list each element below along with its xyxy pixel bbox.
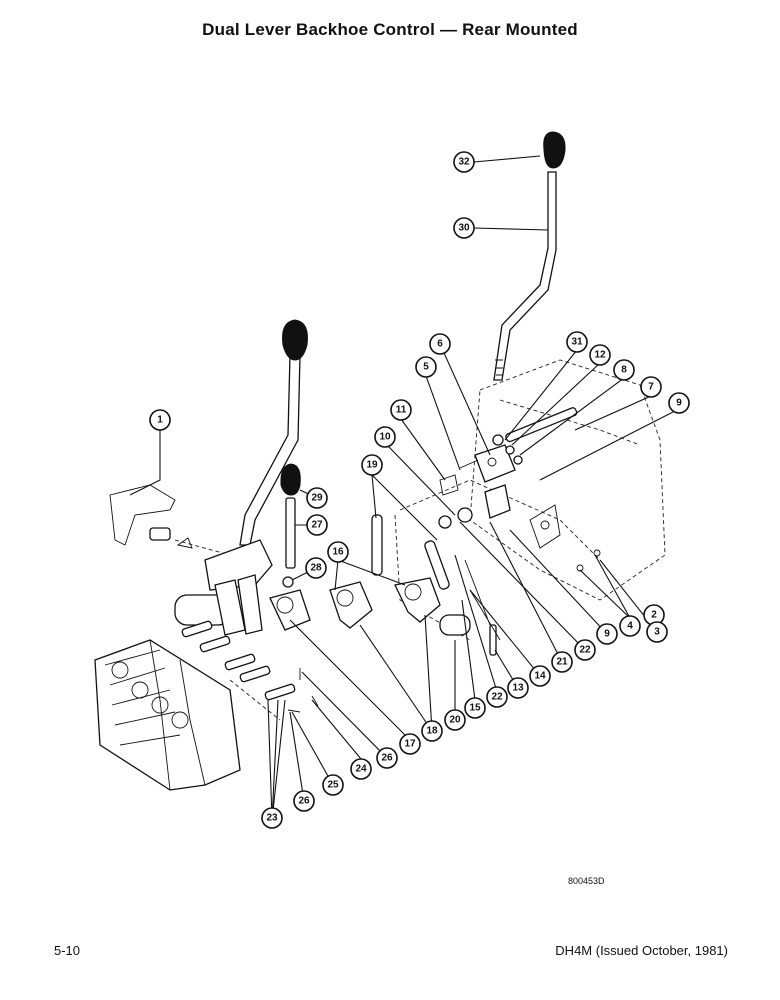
svg-text:16: 16 bbox=[332, 547, 344, 558]
svg-text:26: 26 bbox=[381, 753, 393, 764]
figure-code: 800453D bbox=[568, 876, 605, 886]
svg-text:6: 6 bbox=[437, 339, 443, 350]
svg-text:22: 22 bbox=[579, 645, 591, 656]
link-plates-and-pins bbox=[181, 620, 319, 721]
callout-9-lower: 9 bbox=[596, 623, 618, 645]
svg-text:19: 19 bbox=[366, 460, 378, 471]
callout-7: 7 bbox=[640, 376, 662, 398]
leader-lines bbox=[129, 155, 674, 821]
svg-text:28: 28 bbox=[310, 563, 322, 574]
front-bracket bbox=[109, 484, 231, 556]
callout-28: 28 bbox=[305, 557, 327, 579]
callout-23: 23 bbox=[261, 807, 283, 829]
callout-26-upper: 26 bbox=[376, 747, 398, 769]
svg-text:26: 26 bbox=[298, 796, 310, 807]
svg-text:15: 15 bbox=[469, 703, 481, 714]
svg-text:7: 7 bbox=[648, 382, 654, 393]
callout-21: 21 bbox=[551, 651, 573, 673]
svg-text:18: 18 bbox=[426, 726, 438, 737]
svg-text:29: 29 bbox=[311, 493, 323, 504]
right-control-lever bbox=[493, 131, 566, 381]
callout-17: 17 bbox=[399, 733, 421, 755]
svg-text:31: 31 bbox=[571, 337, 583, 348]
svg-text:4: 4 bbox=[627, 621, 633, 632]
callout-24: 24 bbox=[350, 758, 372, 780]
svg-text:12: 12 bbox=[594, 350, 606, 361]
callout-6: 6 bbox=[429, 333, 451, 355]
linkage-assembly bbox=[269, 514, 501, 656]
svg-text:21: 21 bbox=[556, 657, 568, 668]
callout-8: 8 bbox=[613, 359, 635, 381]
callout-27: 27 bbox=[306, 514, 328, 536]
callout-22-upper: 22 bbox=[574, 639, 596, 661]
svg-text:13: 13 bbox=[512, 683, 524, 694]
svg-text:24: 24 bbox=[355, 764, 367, 775]
svg-text:32: 32 bbox=[458, 157, 470, 168]
svg-text:3: 3 bbox=[654, 627, 660, 638]
spool-lever-assembly bbox=[280, 463, 301, 588]
svg-text:22: 22 bbox=[491, 692, 503, 703]
svg-text:23: 23 bbox=[266, 813, 278, 824]
callout-1: 1 bbox=[149, 409, 171, 431]
svg-text:14: 14 bbox=[534, 671, 546, 682]
callout-10: 10 bbox=[374, 426, 396, 448]
callout-3: 3 bbox=[646, 621, 668, 643]
callout-9-upper: 9 bbox=[668, 392, 690, 414]
callout-14: 14 bbox=[529, 665, 551, 687]
callout-26-lower: 26 bbox=[293, 790, 315, 812]
callout-20: 20 bbox=[444, 709, 466, 731]
callout-4: 4 bbox=[619, 615, 641, 637]
callout-19: 19 bbox=[361, 454, 383, 476]
svg-text:10: 10 bbox=[379, 432, 391, 443]
svg-text:2: 2 bbox=[651, 610, 657, 621]
callout-16: 16 bbox=[327, 541, 349, 563]
svg-text:8: 8 bbox=[621, 365, 627, 376]
callout-15: 15 bbox=[464, 697, 486, 719]
page-number: 5-10 bbox=[54, 943, 81, 958]
callout-32: 32 bbox=[453, 151, 475, 173]
page-title: Dual Lever Backhoe Control — Rear Mounte… bbox=[202, 20, 578, 39]
callout-29: 29 bbox=[306, 487, 328, 509]
svg-text:30: 30 bbox=[458, 223, 470, 234]
pivot-block-assembly bbox=[438, 407, 578, 529]
callout-18: 18 bbox=[421, 720, 443, 742]
control-valve-bank bbox=[94, 639, 241, 791]
callout-31: 31 bbox=[566, 331, 588, 353]
callout-13: 13 bbox=[507, 677, 529, 699]
callout-12: 12 bbox=[589, 344, 611, 366]
callout-25: 25 bbox=[322, 774, 344, 796]
callout-5: 5 bbox=[415, 356, 437, 378]
svg-text:27: 27 bbox=[311, 520, 323, 531]
svg-text:9: 9 bbox=[676, 398, 682, 409]
callout-30: 30 bbox=[453, 217, 475, 239]
callout-11: 11 bbox=[390, 399, 412, 421]
publication-info: DH4M (Issued October, 1981) bbox=[555, 943, 728, 958]
svg-text:1: 1 bbox=[157, 415, 163, 426]
svg-text:25: 25 bbox=[327, 780, 339, 791]
svg-text:20: 20 bbox=[449, 715, 461, 726]
svg-text:5: 5 bbox=[423, 362, 429, 373]
callout-22-lower: 22 bbox=[486, 686, 508, 708]
svg-text:17: 17 bbox=[404, 739, 416, 750]
svg-text:9: 9 bbox=[604, 629, 610, 640]
svg-text:11: 11 bbox=[396, 405, 407, 416]
